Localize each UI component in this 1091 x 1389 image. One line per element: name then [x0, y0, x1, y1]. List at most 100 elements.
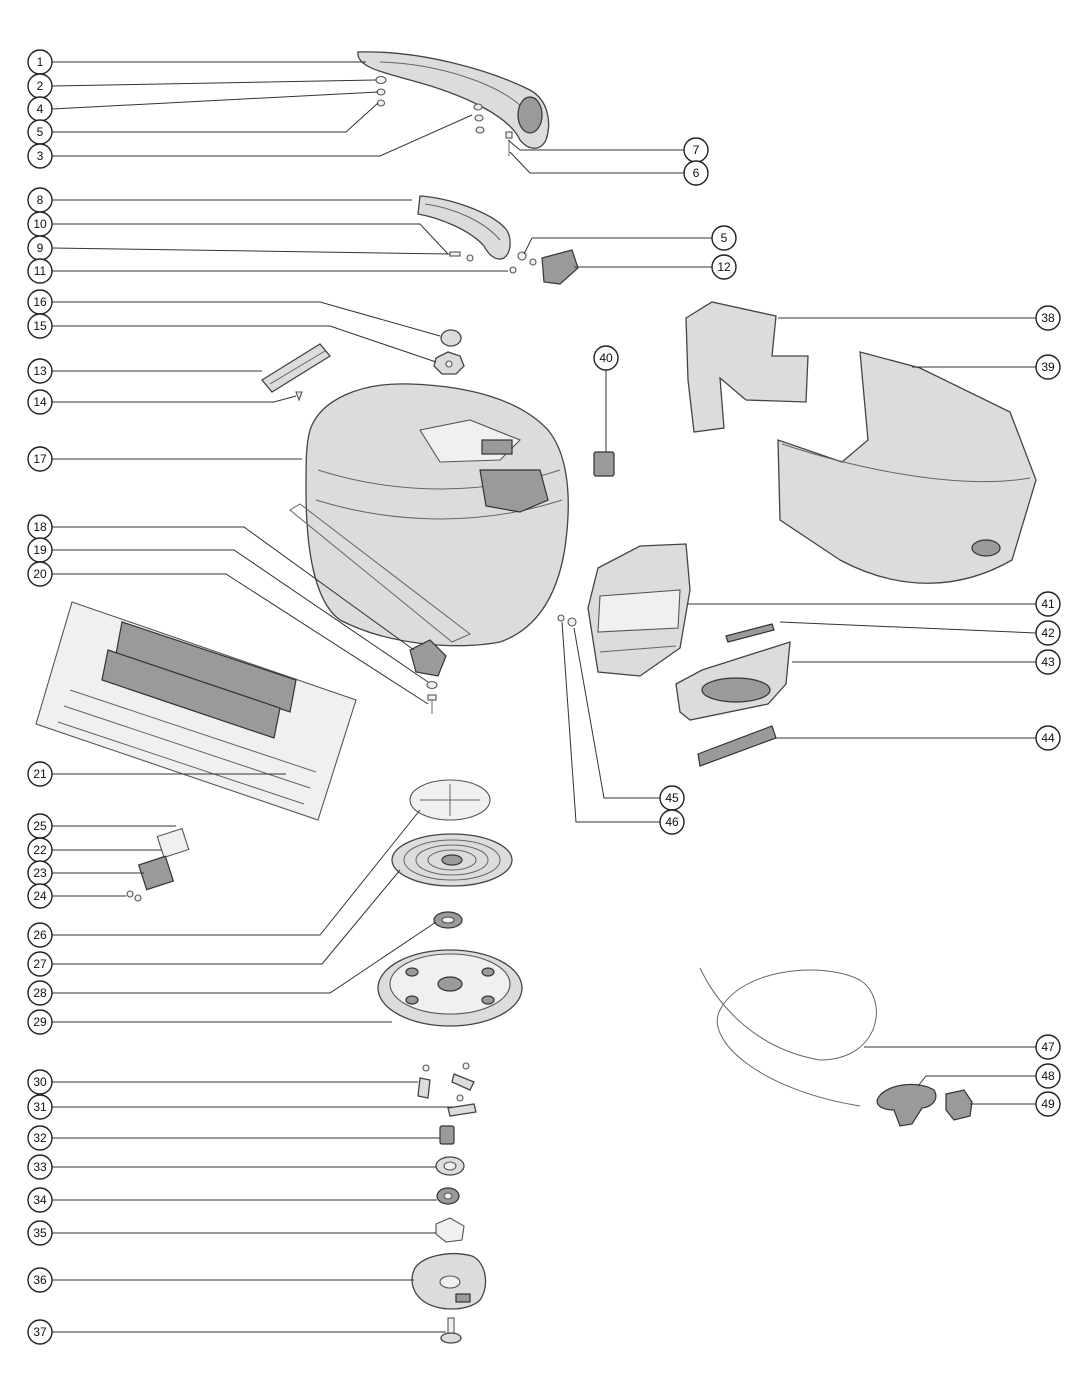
leader-10: [52, 223, 449, 255]
callout-6: 6: [683, 160, 709, 186]
leader-14: [52, 395, 297, 403]
leader-lines: [51, 61, 1037, 1333]
part-34-washer: [436, 1187, 460, 1205]
part-20-screw: [427, 694, 437, 714]
svg-text:45: 45: [665, 791, 679, 805]
leader-16: [52, 301, 441, 337]
svg-text:43: 43: [1041, 655, 1055, 669]
svg-text:5: 5: [37, 125, 44, 139]
callout-21: 21: [27, 761, 53, 787]
part-35-spring-clip: [435, 1217, 465, 1243]
svg-text:34: 34: [33, 1193, 47, 1207]
leader-48: [917, 1075, 1036, 1087]
svg-text:10: 10: [33, 217, 47, 231]
callout-47: 47: [1035, 1034, 1061, 1060]
svg-text:3: 3: [37, 149, 44, 163]
callout-25: 25: [27, 813, 53, 839]
part-27-spring: [391, 833, 513, 887]
callout-42: 42: [1035, 620, 1061, 646]
svg-text:21: 21: [33, 767, 47, 781]
part-48-rope-handle: [876, 1083, 937, 1127]
part-37-bolt: [440, 1317, 462, 1344]
leader-28: [52, 921, 437, 994]
svg-text:33: 33: [33, 1160, 47, 1174]
callout-43: 43: [1035, 649, 1061, 675]
callout-11: 11: [27, 258, 53, 284]
part-2-4-5-3-fasteners: [375, 75, 485, 134]
callout-13: 13: [27, 358, 53, 384]
part-45-46-fasteners: [557, 614, 577, 627]
leader-4: [51, 91, 379, 110]
svg-text:6: 6: [693, 166, 700, 180]
leader-15: [52, 325, 437, 363]
svg-text:13: 13: [33, 364, 47, 378]
part-47-rope: [699, 967, 877, 1107]
callout-24: 24: [27, 883, 53, 909]
svg-text:47: 47: [1041, 1040, 1055, 1054]
svg-text:49: 49: [1041, 1097, 1055, 1111]
svg-text:19: 19: [33, 543, 47, 557]
callout-26: 26: [27, 922, 53, 948]
callout-1: 1: [27, 49, 53, 75]
svg-text:18: 18: [33, 520, 47, 534]
callout-48: 48: [1035, 1063, 1061, 1089]
callout-16: 16: [27, 289, 53, 315]
parts-layer: [35, 51, 1037, 1344]
callout-10: 10: [27, 211, 53, 237]
callout-37: 37: [27, 1319, 53, 1345]
callout-33: 33: [27, 1154, 53, 1180]
svg-text:24: 24: [33, 889, 47, 903]
part-13-strip: [261, 343, 331, 393]
leader-26: [52, 809, 421, 936]
part-14-screw: [295, 391, 303, 402]
svg-text:48: 48: [1041, 1069, 1055, 1083]
callout-44: 44: [1035, 725, 1061, 751]
part-33-washer: [435, 1156, 465, 1176]
part-31-pawl-link: [447, 1094, 477, 1117]
part-36-housing: [411, 1253, 487, 1310]
part-43-emblem: [675, 641, 791, 721]
callout-28: 28: [27, 980, 53, 1006]
part-28-bushing: [433, 911, 463, 929]
svg-text:29: 29: [33, 1015, 47, 1029]
callout-49: 49: [1035, 1091, 1061, 1117]
leader-5b: [523, 237, 712, 255]
leader-2: [51, 79, 377, 87]
leader-20: [52, 573, 429, 705]
callout-40: 40: [593, 345, 619, 371]
svg-text:15: 15: [33, 319, 47, 333]
callout-19: 19: [27, 537, 53, 563]
part-12-bracket: [541, 249, 579, 285]
part-15-gear: [433, 351, 465, 375]
callout-2: 2: [27, 73, 53, 99]
leader-7: [507, 139, 684, 151]
callout-22: 22: [27, 837, 53, 863]
part-1-handle: [357, 51, 550, 149]
callout-46: 46: [659, 809, 685, 835]
svg-text:22: 22: [33, 843, 47, 857]
callout-41: 41: [1035, 591, 1061, 617]
svg-text:26: 26: [33, 928, 47, 942]
svg-text:30: 30: [33, 1075, 47, 1089]
part-44-trim: [697, 725, 777, 767]
leader-9: [51, 247, 451, 255]
leader-45: [573, 627, 660, 799]
svg-text:28: 28: [33, 986, 47, 1000]
svg-text:2: 2: [37, 79, 44, 93]
callout-18: 18: [27, 514, 53, 540]
svg-text:40: 40: [599, 351, 613, 365]
callout-45: 45: [659, 785, 685, 811]
svg-text:20: 20: [33, 567, 47, 581]
callout-15: 15: [27, 313, 53, 339]
callout-27: 27: [27, 951, 53, 977]
callout-5b: 5: [711, 225, 737, 251]
part-38-gasket: [685, 301, 809, 433]
callout-3: 3: [27, 143, 53, 169]
svg-text:42: 42: [1041, 626, 1055, 640]
callout-8: 8: [27, 187, 53, 213]
part-29-pulley: [377, 949, 523, 1027]
svg-text:36: 36: [33, 1273, 47, 1287]
callout-14: 14: [27, 389, 53, 415]
leader-18: [52, 526, 415, 651]
svg-text:27: 27: [33, 957, 47, 971]
